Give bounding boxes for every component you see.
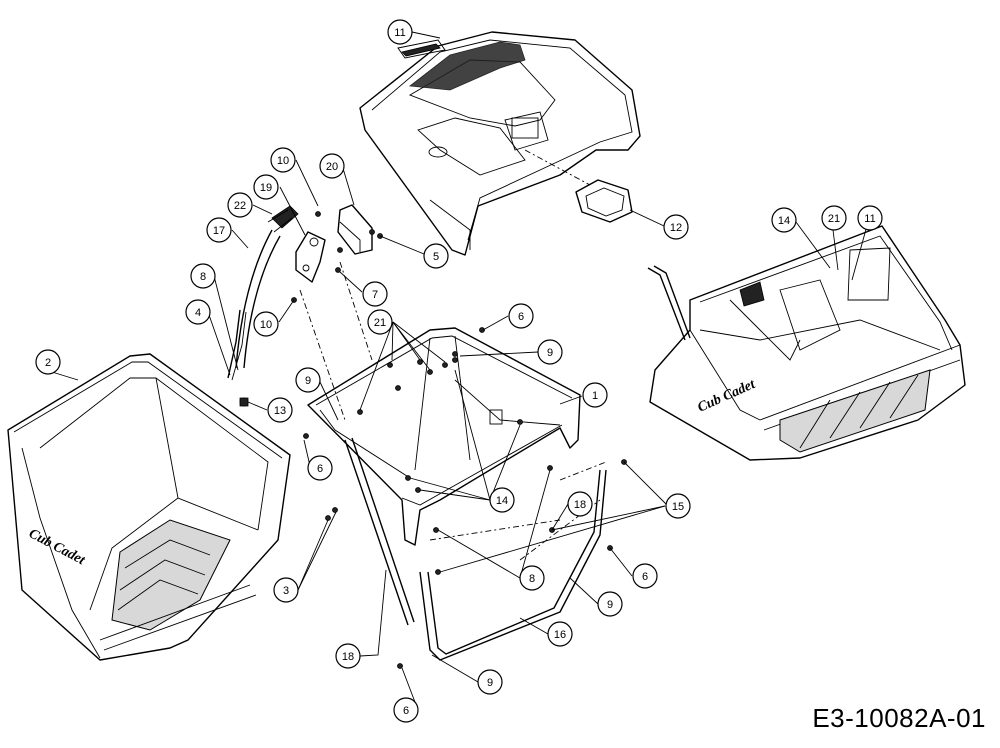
callout-label: 6 — [642, 571, 648, 583]
callout-label: 16 — [554, 629, 566, 641]
callout: 13 — [267, 397, 293, 423]
callout-label: 18 — [342, 651, 354, 663]
callout: 11 — [387, 19, 413, 45]
callout-label: 9 — [487, 677, 493, 689]
leader-lines — [51, 31, 869, 711]
callout: 12 — [663, 214, 689, 240]
lid-handle-part — [524, 149, 633, 223]
callout-label: 20 — [326, 161, 338, 173]
callout: 10 — [253, 311, 279, 337]
lower-frame-part — [344, 437, 607, 661]
callout: 10 — [270, 147, 296, 173]
callout: 8 — [519, 565, 545, 591]
callout: 6 — [393, 697, 419, 723]
brand-logo-right: Cub Cadet — [696, 377, 759, 416]
hinge-plate-part — [295, 231, 326, 283]
callout-label: 10 — [260, 319, 272, 331]
callout: 4 — [185, 299, 211, 325]
callout: 17 — [206, 217, 232, 243]
callout-label: 9 — [305, 375, 311, 387]
callout: 9 — [597, 591, 623, 617]
callout-label: 10 — [277, 155, 289, 167]
callout: 20 — [319, 153, 345, 179]
callout-label: 5 — [433, 251, 439, 263]
callout-label: 15 — [672, 501, 684, 513]
callout-label: 8 — [200, 271, 206, 283]
callout-label: 21 — [828, 213, 840, 225]
callout: 9 — [295, 367, 321, 393]
document-id: E3-10082A-01 — [812, 703, 986, 733]
callout: 19 — [253, 174, 279, 200]
callout: 16 — [547, 621, 573, 647]
callout-label: 13 — [274, 405, 286, 417]
callout-label: 22 — [234, 200, 246, 212]
callout: 21 — [821, 205, 847, 231]
assembled-bag-part: Cub Cadet — [647, 225, 966, 461]
callout-label: 6 — [518, 311, 524, 323]
callout-label: 11 — [394, 27, 405, 39]
callout: 14 — [771, 207, 797, 233]
callout-label: 8 — [529, 573, 535, 585]
callout: 5 — [423, 243, 449, 269]
callout-label: 14 — [778, 215, 790, 227]
bracket-part — [337, 204, 373, 255]
callout-label: 21 — [374, 317, 386, 329]
frame-part — [307, 327, 581, 546]
callout-label: 18 — [574, 499, 586, 511]
callout: 2 — [35, 349, 61, 375]
callout-label: 6 — [403, 705, 409, 717]
callout-label: 19 — [260, 182, 272, 194]
callout: 7 — [362, 281, 388, 307]
callout: 6 — [307, 455, 333, 481]
callout: 11 — [857, 205, 883, 231]
callout-label: 3 — [283, 585, 289, 597]
callout: 14 — [489, 487, 515, 513]
callout: 8 — [190, 263, 216, 289]
callout: 18 — [567, 491, 593, 517]
callout-label: 12 — [670, 222, 682, 234]
lid-part — [359, 31, 641, 256]
callout-label: 9 — [547, 347, 553, 359]
callout: 6 — [632, 563, 658, 589]
callout: 18 — [335, 643, 361, 669]
callout-label: 1 — [592, 390, 598, 402]
callout-label: 4 — [195, 307, 201, 319]
assembly-lines — [299, 261, 607, 561]
callout: 15 — [665, 493, 691, 519]
callout: 9 — [537, 339, 563, 365]
callout-label: 14 — [496, 495, 508, 507]
callout-label: 6 — [317, 463, 323, 475]
callout-label: 7 — [372, 289, 378, 301]
handle-tube-part — [235, 205, 299, 369]
callout-label: 11 — [864, 213, 875, 225]
callout-label: 17 — [213, 225, 225, 237]
callout: 6 — [508, 303, 534, 329]
brand-logo-left: Cub Cadet — [26, 526, 88, 568]
callout: 21 — [367, 309, 393, 335]
callout-label: 9 — [607, 599, 613, 611]
callout: 9 — [477, 669, 503, 695]
callout: 22 — [227, 192, 253, 218]
callout-label: 2 — [45, 357, 51, 369]
callout: 1 — [582, 382, 608, 408]
callout: 3 — [273, 577, 299, 603]
